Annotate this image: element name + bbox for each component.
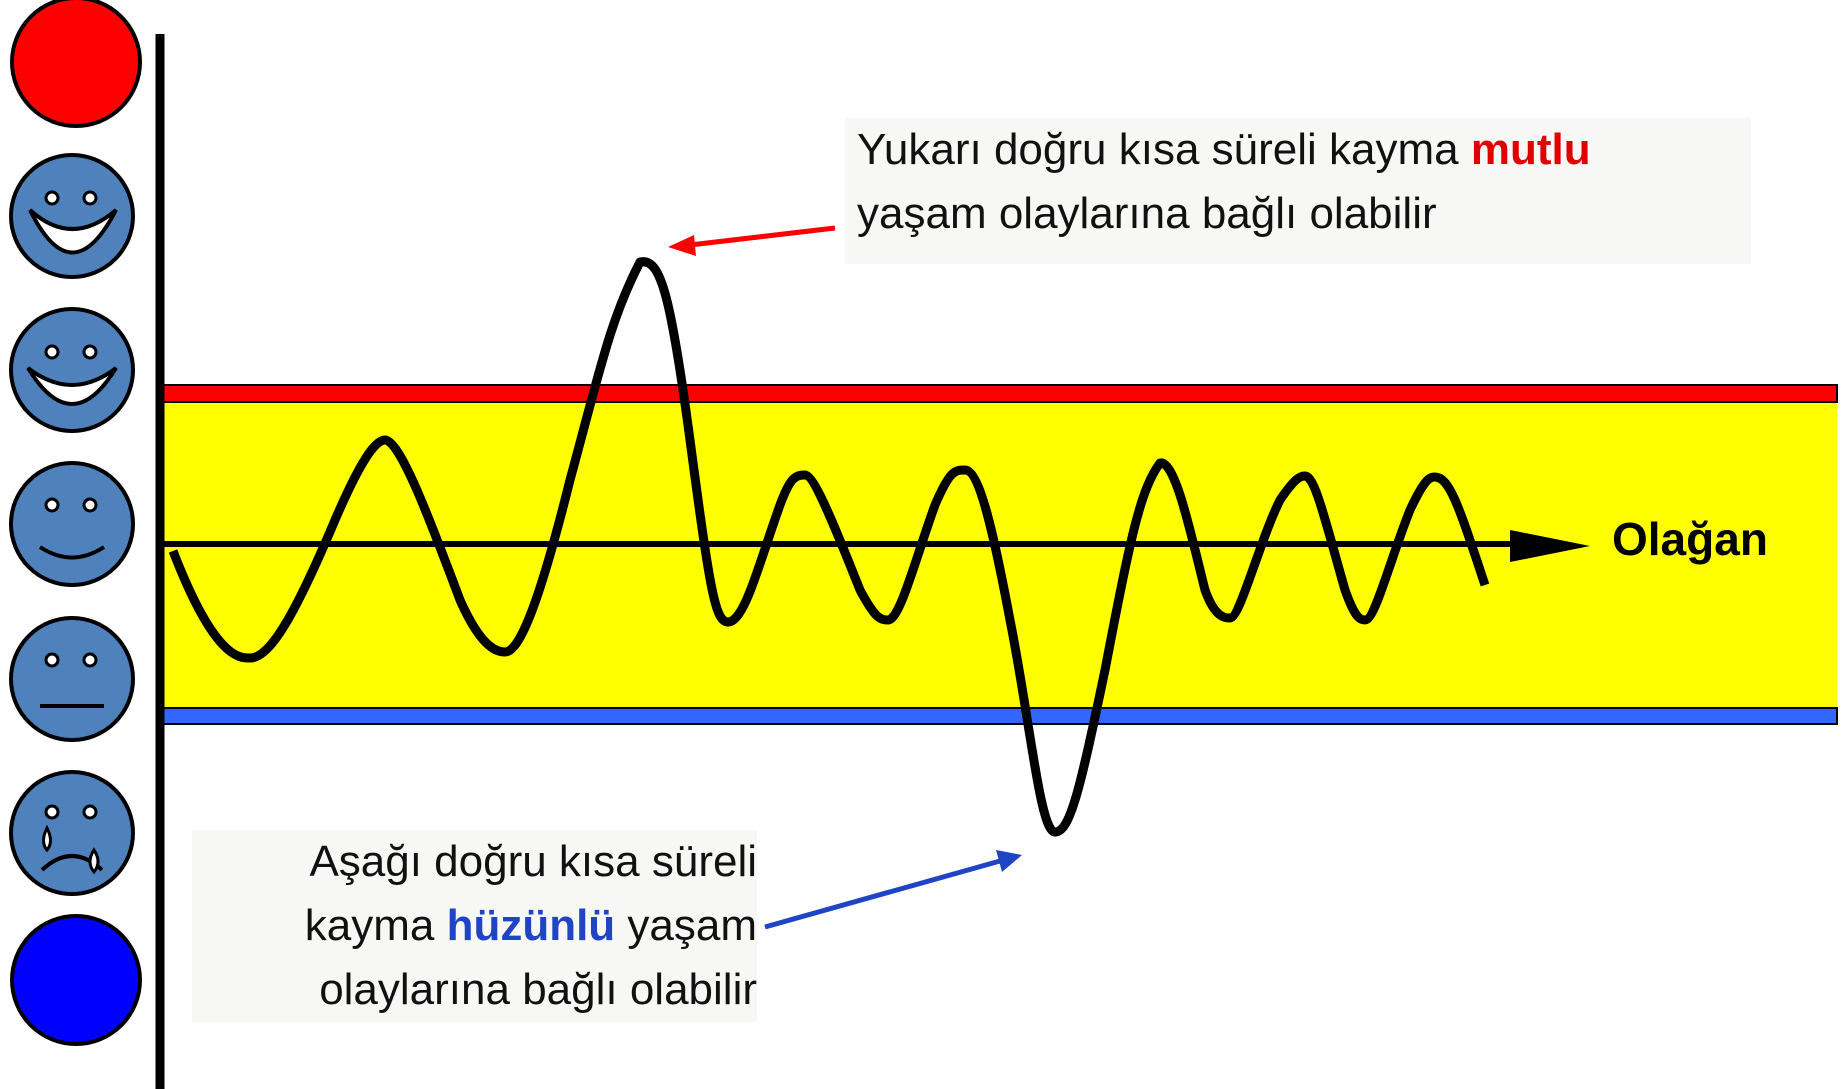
normal-label: Olağan [1612, 513, 1768, 565]
up-pointer-arrow [689, 225, 836, 248]
upward-shift-callout: Yukarı doğru kısa süreli kayma mutlu yaş… [845, 118, 1751, 264]
down-pointer-arrow [764, 858, 1001, 930]
sad-crying-face-icon [9, 770, 135, 896]
down-arrowhead-icon [996, 850, 1022, 872]
neutral-face-icon [9, 616, 135, 742]
smile-face-icon [9, 307, 135, 433]
downward-shift-callout: Aşağı doğru kısa süreli kayma hüzünlü ya… [192, 830, 757, 1022]
up-arrowhead-icon [668, 235, 696, 256]
upward-callout-line-1: Yukarı doğru kısa süreli kayma mutlu [857, 118, 1751, 182]
upward-callout-text: Yukarı doğru kısa süreli kayma [857, 125, 1471, 174]
red-circle-icon [10, 0, 142, 128]
baseline-arrowhead-icon [1510, 530, 1590, 562]
blue-circle-icon [10, 914, 142, 1046]
downward-callout-text-suffix: yaşam [615, 901, 757, 950]
lower-limit-line [157, 707, 1838, 725]
upward-callout-line-2: yaşam olaylarına bağlı olabilir [857, 189, 1437, 238]
mood-wave [168, 257, 1490, 837]
downward-callout-text-prefix: kayma [304, 901, 447, 950]
mood-scale [9, 0, 142, 1046]
sad-word: hüzünlü [446, 901, 616, 950]
happy-word: mutlu [1470, 125, 1591, 174]
big-smile-face-icon [9, 153, 135, 279]
downward-callout-line-3: olaylarına bağlı olabilir [319, 965, 757, 1014]
upper-limit-line [157, 384, 1838, 403]
downward-callout-line-1: Aşağı doğru kısa süreli [309, 837, 757, 886]
downward-callout-line-2: kayma hüzünlü yaşam [192, 894, 757, 958]
slight-smile-face-icon [9, 461, 135, 587]
